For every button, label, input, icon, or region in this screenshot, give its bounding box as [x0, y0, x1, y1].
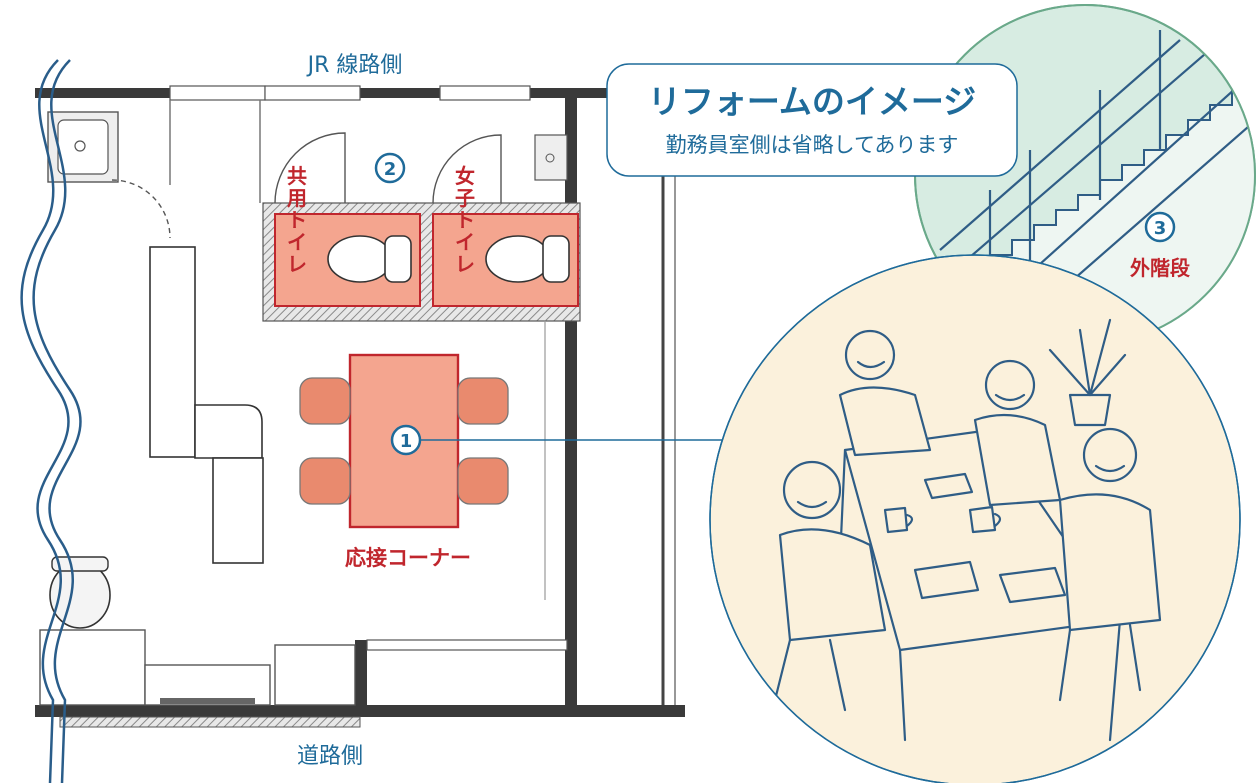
- reform-callout: リフォームのイメージ 勤務員室側は省略してあります: [606, 63, 1018, 177]
- svg-text:共: 共: [287, 164, 307, 188]
- toilet-fixture-1: [327, 235, 412, 283]
- svg-text:用: 用: [287, 186, 307, 210]
- svg-text:レ: レ: [287, 252, 307, 276]
- right-wall: [565, 88, 577, 708]
- callout-box: [606, 63, 1018, 177]
- shared-toilet-door: [274, 132, 346, 204]
- chair-3: [457, 377, 509, 425]
- person-4: [778, 460, 887, 642]
- svg-text:イ: イ: [287, 230, 307, 254]
- shared-toilet-label: 共 用 ト イ レ: [287, 164, 307, 276]
- svg-text:2: 2: [384, 159, 397, 180]
- plant: [1048, 318, 1127, 427]
- counter-2: [194, 404, 263, 459]
- person-1: [838, 329, 932, 457]
- women-toilet-label: 女 子 ト イ レ: [455, 164, 475, 276]
- svg-text:1: 1: [400, 431, 413, 452]
- chair-1: [299, 377, 351, 425]
- counter-1: [149, 246, 196, 458]
- marker-1: 1: [390, 424, 422, 456]
- floor-plan: JR 線路側 道路側 共 用 ト イ レ 女 子 ト イ レ 2 1 応接コーナ…: [0, 0, 728, 783]
- meeting-illustration: [709, 254, 1241, 783]
- women-toilet-door: [432, 134, 502, 204]
- chair-4: [457, 457, 509, 505]
- top-window-3: [439, 85, 531, 101]
- chair-2: [299, 457, 351, 505]
- corner-wall: [355, 640, 367, 715]
- svg-text:女: 女: [455, 164, 475, 188]
- top-window-2: [264, 85, 361, 101]
- person-2: [973, 359, 1062, 507]
- bottom-side-label: 道路側: [297, 744, 363, 769]
- svg-text:レ: レ: [455, 252, 475, 276]
- reception-label: 応接コーナー: [345, 546, 471, 570]
- svg-text:ト: ト: [455, 208, 475, 232]
- bottom-wall-hatch: [59, 716, 361, 728]
- heater: [160, 698, 255, 704]
- sink-left: [47, 111, 119, 183]
- marker-2: 2: [374, 152, 406, 184]
- toilet-fixture-2: [485, 235, 570, 283]
- stairs-label: 外階段: [1130, 256, 1190, 280]
- cabinet-right: [274, 644, 356, 706]
- person-3: [1058, 427, 1162, 632]
- sink-right: [534, 134, 568, 181]
- svg-text:ト: ト: [287, 208, 307, 232]
- counter-3: [212, 457, 264, 564]
- office-chair: [49, 556, 111, 629]
- svg-text:3: 3: [1154, 218, 1167, 239]
- svg-text:子: 子: [455, 186, 475, 210]
- callout-subtitle: 勤務員室側は省略してあります: [666, 133, 959, 157]
- break-line: [0, 0, 82, 783]
- callout-title: リフォームのイメージ: [648, 82, 976, 121]
- kitchen-door: [111, 179, 171, 239]
- svg-text:イ: イ: [455, 230, 475, 254]
- bottom-window: [366, 639, 568, 651]
- top-window-1: [169, 85, 266, 101]
- top-side-label: JR 線路側: [306, 53, 403, 78]
- marker-3: 3: [1144, 211, 1176, 243]
- reception-corner: [299, 353, 509, 529]
